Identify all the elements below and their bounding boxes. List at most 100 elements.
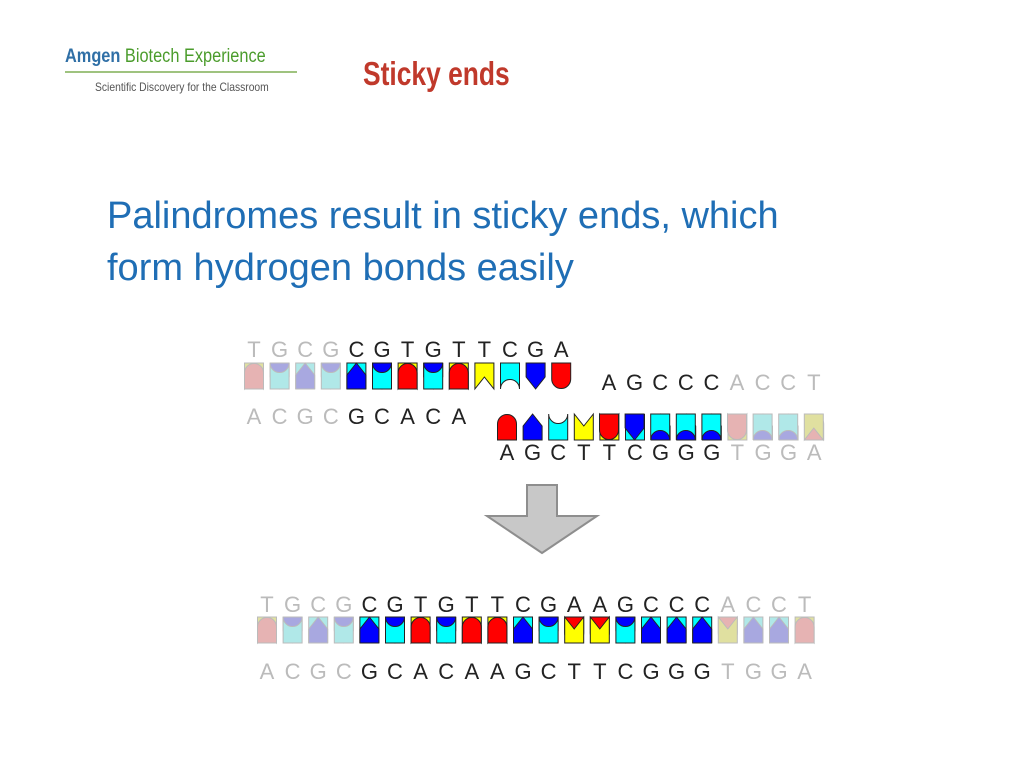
base-letter: G: [642, 659, 659, 684]
nucleotide-block: [257, 617, 277, 644]
base-letter: C: [285, 659, 301, 684]
base-letter: G: [335, 592, 352, 617]
nucleotide-block: [525, 362, 546, 390]
nucleotide-block: [269, 362, 290, 390]
base-letter: C: [272, 404, 288, 429]
base-letter: C: [643, 592, 659, 617]
base-letter: G: [745, 659, 762, 684]
base-letter: A: [554, 337, 569, 362]
nucleotide-block: [641, 616, 661, 644]
base-letter: C: [515, 592, 531, 617]
base-letter: G: [524, 440, 541, 465]
base-letter: G: [438, 592, 455, 617]
base-letter: T: [491, 592, 504, 617]
base-letter: C: [694, 592, 710, 617]
base-letter: G: [373, 337, 390, 362]
nucleotide-block: [385, 616, 405, 644]
base-letter: C: [502, 337, 518, 362]
nucleotide-block: [282, 616, 303, 644]
base-letter: G: [514, 659, 531, 684]
base-letter: C: [627, 440, 643, 465]
base-letter: T: [807, 370, 820, 395]
base-letter: G: [271, 337, 288, 362]
base-letter: G: [310, 659, 327, 684]
nucleotide-block: [295, 362, 316, 390]
nucleotide-block: [650, 413, 671, 441]
base-letter: C: [652, 370, 668, 395]
base-letter: A: [730, 370, 745, 395]
base-letter: T: [593, 659, 606, 684]
base-letter: T: [401, 337, 414, 362]
nucleotide-block: [461, 617, 482, 644]
nucleotide-block: [346, 362, 367, 390]
base-letter: A: [464, 659, 479, 684]
base-letter: A: [567, 592, 582, 617]
base-letter: T: [478, 337, 491, 362]
nucleotide-block: [410, 617, 431, 644]
base-letter: C: [703, 370, 719, 395]
base-letter: C: [323, 404, 339, 429]
nucleotide-block: [333, 616, 354, 644]
base-letter: A: [500, 440, 515, 465]
base-letter: T: [603, 440, 616, 465]
base-letter: G: [652, 440, 669, 465]
base-letter: T: [721, 659, 734, 684]
nucleotide-block: [599, 413, 619, 440]
base-letter: C: [348, 337, 364, 362]
nucleotide-block: [778, 413, 799, 441]
nucleotide-block: [423, 362, 444, 390]
amgen-logo: Amgen Biotech Experience Scientific Disc…: [65, 46, 300, 94]
base-letter: A: [247, 404, 262, 429]
nucleotide-block: [564, 615, 585, 644]
nucleotide-block: [513, 616, 533, 644]
logo-wordmark: Amgen Biotech Experience: [65, 46, 267, 68]
base-letter: C: [425, 404, 441, 429]
nucleotide-block: [448, 363, 469, 390]
base-letter: T: [260, 592, 273, 617]
base-letter: C: [617, 659, 633, 684]
base-letter: A: [720, 592, 735, 617]
base-letter: G: [348, 404, 365, 429]
nucleotide-block: [624, 413, 645, 441]
nucleotide-block: [522, 413, 543, 441]
base-letter: C: [755, 370, 771, 395]
base-letter: T: [247, 337, 260, 362]
base-letter: A: [592, 592, 607, 617]
slide-body: Palindromes result in sticky ends, which…: [107, 190, 907, 294]
base-letter: A: [413, 659, 428, 684]
base-letter: C: [387, 659, 403, 684]
base-letter: G: [626, 370, 643, 395]
nucleotide-block: [573, 412, 594, 441]
base-letter: C: [678, 370, 694, 395]
nucleotide-block: [743, 616, 764, 644]
base-letter: T: [465, 592, 478, 617]
base-letter: G: [694, 659, 711, 684]
nucleotide-block: [769, 616, 789, 644]
base-letter: T: [567, 659, 580, 684]
nucleotide-block: [692, 616, 713, 644]
base-letter: G: [770, 659, 787, 684]
slide-title: Sticky ends: [363, 55, 510, 92]
base-letter: A: [797, 659, 812, 684]
base-letter: C: [550, 440, 566, 465]
nucleotide-block: [538, 616, 559, 644]
base-letter: C: [771, 592, 787, 617]
base-letter: G: [780, 440, 797, 465]
nucleotide-block: [675, 413, 696, 441]
base-letter: C: [361, 592, 377, 617]
base-letter: T: [577, 440, 590, 465]
base-letter: C: [745, 592, 761, 617]
nucleotide-block: [615, 616, 636, 644]
base-letter: T: [731, 440, 744, 465]
base-letter: C: [374, 404, 390, 429]
nucleotide-block: [372, 362, 392, 390]
base-letter: G: [297, 404, 314, 429]
nucleotide-block: [497, 414, 517, 441]
logo-divider: [65, 71, 297, 73]
base-letter: A: [490, 659, 505, 684]
base-letter: G: [386, 592, 403, 617]
base-letter: C: [297, 337, 313, 362]
base-letter: G: [425, 337, 442, 362]
down-arrow-icon: [483, 484, 601, 555]
nucleotide-block: [487, 617, 508, 644]
